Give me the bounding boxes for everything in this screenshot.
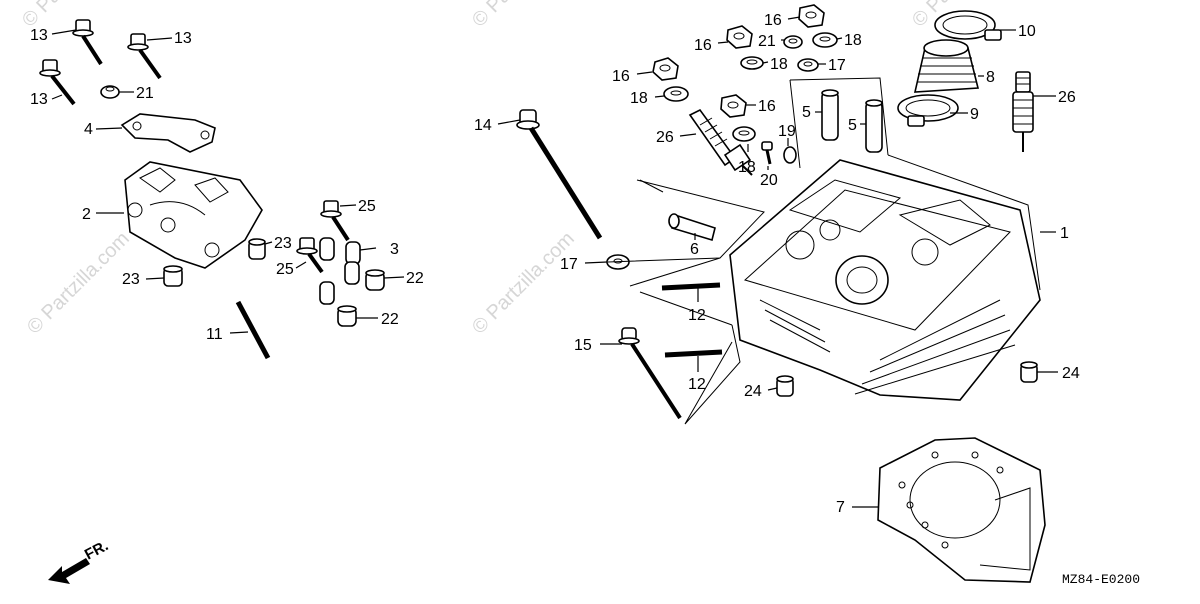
collar-22-b: [337, 305, 378, 327]
callout-7: 7: [836, 499, 845, 516]
watermark: © Partzilla.com: [468, 228, 579, 339]
watermark: © Partzilla.com: [468, 0, 579, 32]
bolt-13-c: [39, 59, 76, 106]
dowel-24-right: [1020, 361, 1058, 383]
washer-21-top: [781, 35, 803, 49]
callout-17: 17: [828, 57, 846, 74]
callout-22: 22: [381, 311, 399, 328]
callout-18: 18: [738, 159, 756, 176]
watermark: © Partzilla.com: [23, 228, 134, 339]
dowel-24-left: [767, 375, 794, 397]
callout-5: 5: [848, 117, 857, 134]
callout-8: 8: [986, 69, 995, 86]
bolt-25-a: [320, 200, 357, 242]
callout-21: 21: [136, 85, 154, 102]
nut-16-d: [720, 94, 756, 118]
callout-5: 5: [802, 104, 811, 121]
callout-1: 1: [1060, 225, 1069, 242]
callout-2: 2: [82, 206, 91, 223]
callouts: 13 13 13 21 4 2 23 23 25 25 3 22 22 11 1…: [30, 12, 1080, 516]
callout-26: 26: [1058, 89, 1076, 106]
bolt-25-b: [295, 237, 324, 274]
callout-11: 11: [206, 326, 223, 343]
callout-24: 24: [744, 383, 762, 400]
callout-6: 6: [690, 241, 699, 258]
callout-20: 20: [760, 172, 778, 189]
collar-22-a: [365, 269, 405, 291]
callout-15: 15: [574, 337, 592, 354]
callout-3: 3: [390, 241, 399, 258]
callout-21: 21: [758, 33, 776, 50]
stud-12-b: [664, 349, 723, 372]
stud-12-a: [661, 282, 721, 302]
callout-18: 18: [630, 90, 648, 107]
head-gasket-7: [852, 437, 1046, 583]
camshaft-holder-2: [96, 161, 263, 269]
callout-13: 13: [30, 91, 48, 108]
bolt-14: [497, 109, 603, 240]
bolt-13-b: [127, 33, 173, 80]
callout-18: 18: [770, 56, 788, 73]
washer-18-d: [732, 126, 756, 152]
callout-17: 17: [560, 256, 578, 273]
clamp-9: [897, 94, 968, 127]
stud-11: [229, 300, 271, 360]
assembly-guide-lines: [607, 77, 1041, 425]
callout-16: 16: [694, 37, 712, 54]
callout-10: 10: [1018, 23, 1036, 40]
callout-12: 12: [688, 376, 706, 393]
cylinder-head-1: [729, 159, 1056, 401]
clamp-10: [934, 10, 1016, 41]
callout-16: 16: [764, 12, 782, 29]
washer-18-c: [740, 56, 769, 70]
callout-18: 18: [844, 32, 862, 49]
bolt-15: [600, 327, 682, 420]
callout-26: 26: [656, 129, 674, 146]
screw-20: [761, 141, 773, 170]
callout-19: 19: [778, 123, 796, 140]
callout-23: 23: [274, 235, 292, 252]
callout-16: 16: [758, 98, 776, 115]
valve-guide-5-b: [860, 99, 883, 153]
valve-guide-6: [668, 213, 716, 242]
callout-13: 13: [174, 30, 192, 47]
dowel-23-a: [248, 238, 273, 260]
callout-23: 23: [122, 271, 140, 288]
callout-22: 22: [406, 270, 424, 287]
collar-3-set: [319, 237, 377, 305]
washer-19: [783, 138, 797, 164]
washer-18-a: [654, 86, 689, 102]
plate-4: [95, 113, 216, 153]
callout-14: 14: [474, 117, 492, 134]
callout-9: 9: [970, 106, 979, 123]
callout-13: 13: [30, 27, 48, 44]
nut-16-b: [717, 25, 753, 49]
washer-17-left: [584, 254, 630, 270]
nut-16-a: [636, 57, 679, 81]
callout-12: 12: [688, 307, 706, 324]
callout-16: 16: [612, 68, 630, 85]
diagram-code: MZ84-E0200: [1062, 572, 1140, 587]
front-direction-arrow: FR.: [48, 537, 111, 584]
callout-25: 25: [358, 198, 376, 215]
spark-plug-26-left: [679, 108, 753, 176]
bolt-13-a: [51, 19, 103, 66]
callout-24: 24: [1062, 365, 1080, 382]
washer-17-top: [797, 58, 826, 72]
washer-18-b: [812, 32, 843, 48]
nut-21-left: [100, 85, 134, 99]
callout-4: 4: [84, 121, 93, 138]
insulator-8: [913, 39, 984, 93]
valve-guide-5-a: [815, 89, 839, 141]
spark-plug-26-right: [1012, 71, 1056, 152]
callout-25: 25: [276, 261, 294, 278]
dowel-23-b: [145, 265, 183, 287]
nut-16-c: [787, 4, 825, 28]
